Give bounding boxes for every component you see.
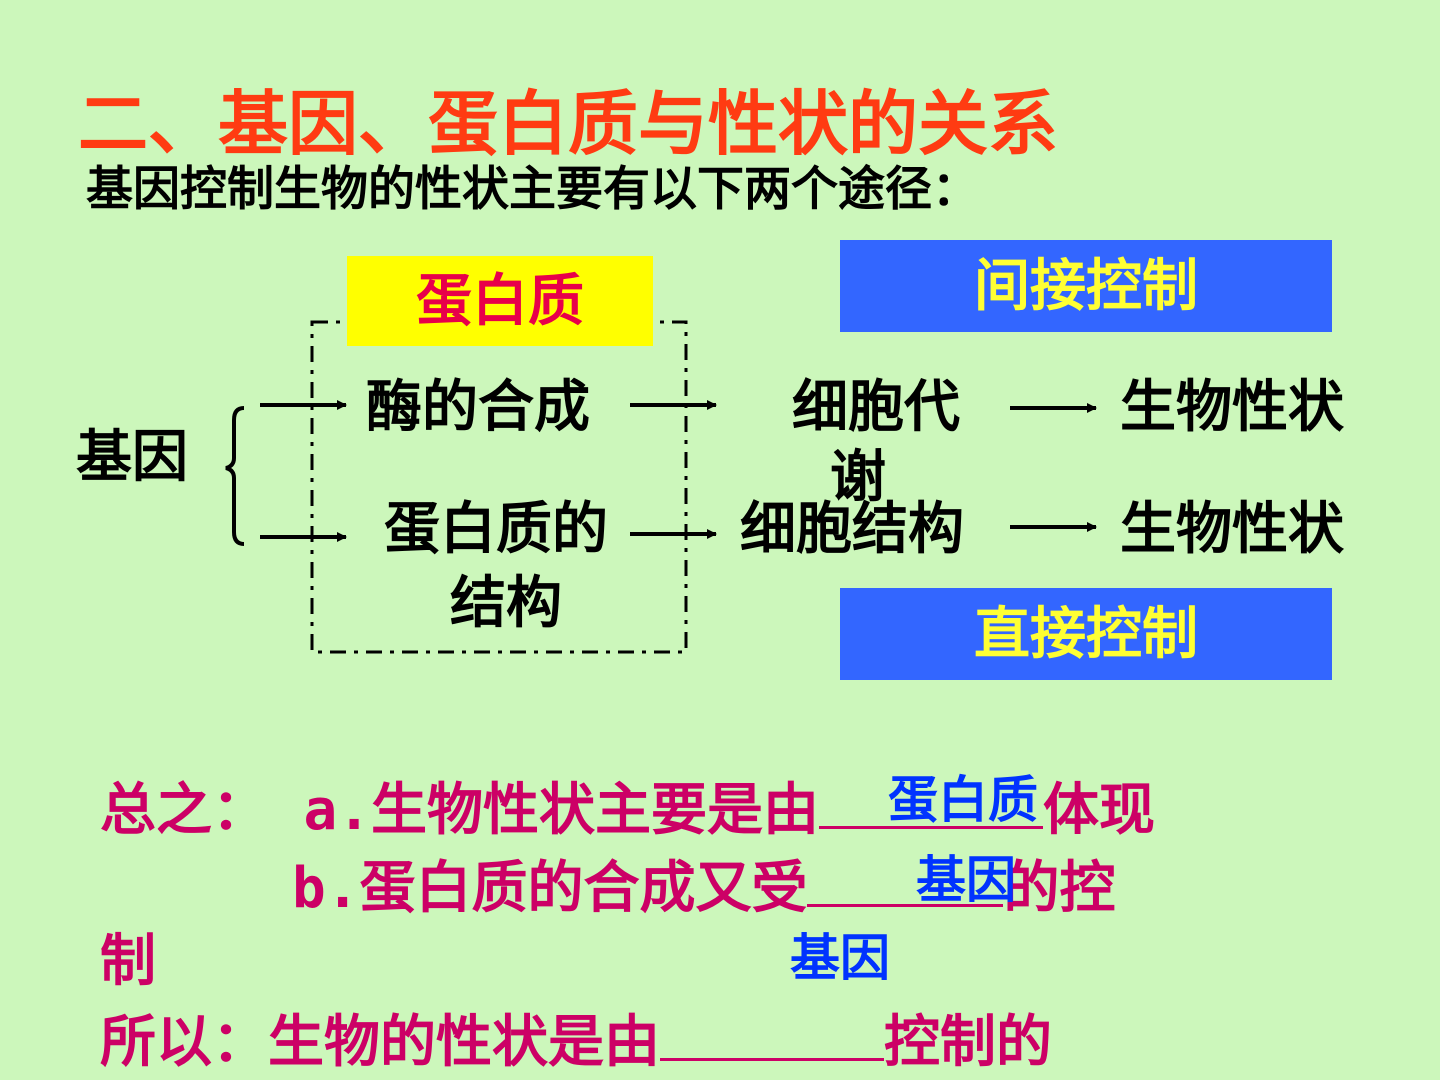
summary-prefix: 总之： (100, 778, 268, 843)
protein-structure-node-line2: 结构 (450, 571, 562, 636)
direct-control-box: 直接控制 (840, 588, 1332, 680)
summary-b-letter: b. (292, 856, 360, 921)
summary-b-wrap: 制 (100, 929, 156, 994)
trait-node-top: 生物性状 (1120, 375, 1344, 440)
protein-box: 蛋白质 (347, 256, 653, 346)
cell-metabolism-node-line2: 谢 (830, 445, 886, 510)
summary-line-b: b.蛋白质的合成又受 的控 (292, 852, 1115, 921)
summary-c-answer: 基因 (790, 929, 890, 987)
enzyme-synthesis-node: 酶的合成 (366, 375, 590, 440)
summary-line-c: 所以：生物的性状是由 控制的 (100, 1006, 1052, 1075)
gene-brace (225, 406, 245, 546)
slide-subtitle: 基因控制生物的性状主要有以下两个途径： (86, 162, 979, 217)
summary-c-blank (660, 1006, 884, 1061)
summary-a-letter: a. (303, 778, 371, 843)
summary-b-blank (807, 852, 1004, 907)
cell-structure-node: 细胞结构 (740, 497, 964, 562)
protein-structure-node-line1: 蛋白质的 (384, 497, 608, 562)
summary-b-answer: 基因 (916, 851, 1016, 909)
summary-a-suffix: 体现 (1042, 778, 1155, 843)
summary-line-a: 总之： a.生物性状主要是由 体现 (100, 774, 1155, 843)
trait-node-bottom: 生物性状 (1120, 497, 1344, 562)
summary-c-suffix: 控制的 (884, 1010, 1052, 1075)
cell-metabolism-node-line1: 细胞代 (792, 375, 960, 440)
summary-b-text: 蛋白质的合成又受 (359, 856, 808, 921)
summary-a-text: 生物性状主要是由 (370, 778, 819, 843)
summary-a-answer: 蛋白质 (888, 771, 1038, 829)
summary-c-text: 所以：生物的性状是由 (100, 1010, 660, 1075)
summary-a-blank (818, 774, 1043, 829)
summary-b-suffix: 的控 (1003, 856, 1116, 921)
gene-node: 基因 (76, 425, 188, 490)
slide-title: 二、基因、蛋白质与性状的关系 (78, 83, 1058, 165)
indirect-control-box: 间接控制 (840, 240, 1332, 332)
